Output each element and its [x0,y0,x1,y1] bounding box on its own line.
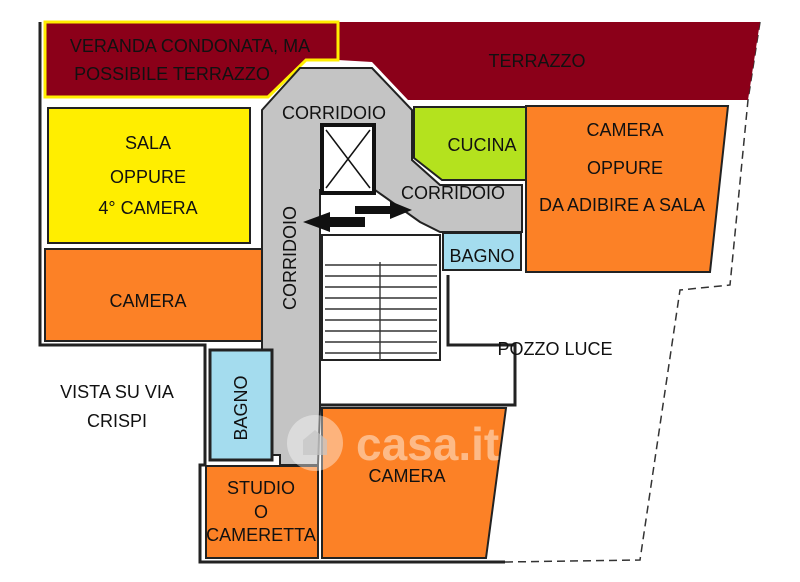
bagno-top-label: BAGNO [449,246,514,266]
studio-label-2: O [254,502,268,522]
cucina-label: CUCINA [447,135,516,155]
casa-it-watermark: casa.it [287,415,499,471]
staircase [321,234,441,361]
sala-label-1: SALA [125,133,171,153]
studio-label-3: CAMERETTA [206,525,316,545]
room-camera-bottom [321,407,508,559]
bagno-bottom-label: BAGNO [231,375,251,440]
camera-right-label-3: DA ADIBIRE A SALA [539,195,705,215]
studio-label-1: STUDIO [227,478,295,498]
corridoio-side-label: CORRIDOIO [401,183,505,203]
vista-label-1: VISTA SU VIA [60,382,174,402]
camera-bottom-label: CAMERA [368,466,445,486]
terrazzo-label: TERRAZZO [489,51,586,71]
room-camera-left [44,248,263,342]
watermark-text: casa.it [356,418,499,470]
sala-label-3: 4° CAMERA [98,198,197,218]
sala-label-2: OPPURE [110,167,186,187]
camera-left-label: CAMERA [109,291,186,311]
room-bagno-bottom [208,348,274,462]
arrow-icons [303,201,412,232]
vista-label-2: CRISPI [87,411,147,431]
pozzo-luce-label: POZZO LUCE [497,339,612,359]
room-sala [47,107,251,244]
camera-right-label-2: OPPURE [587,158,663,178]
veranda-label-1: VERANDA CONDONATA, MA [70,36,310,56]
corridoio-vertical-label: CORRIDOIO [280,206,300,310]
room-terrazzo [338,22,760,100]
dashed-boundary [504,21,761,563]
room-bagno-top [442,232,522,271]
veranda-label-2: POSSIBILE TERRAZZO [74,64,270,84]
room-camera-right [525,105,730,273]
camera-right-label-1: CAMERA [586,120,663,140]
room-veranda [43,20,340,99]
room-studio [205,465,319,559]
lift-shaft [320,123,376,195]
corridoio-top-label: CORRIDOIO [282,103,386,123]
